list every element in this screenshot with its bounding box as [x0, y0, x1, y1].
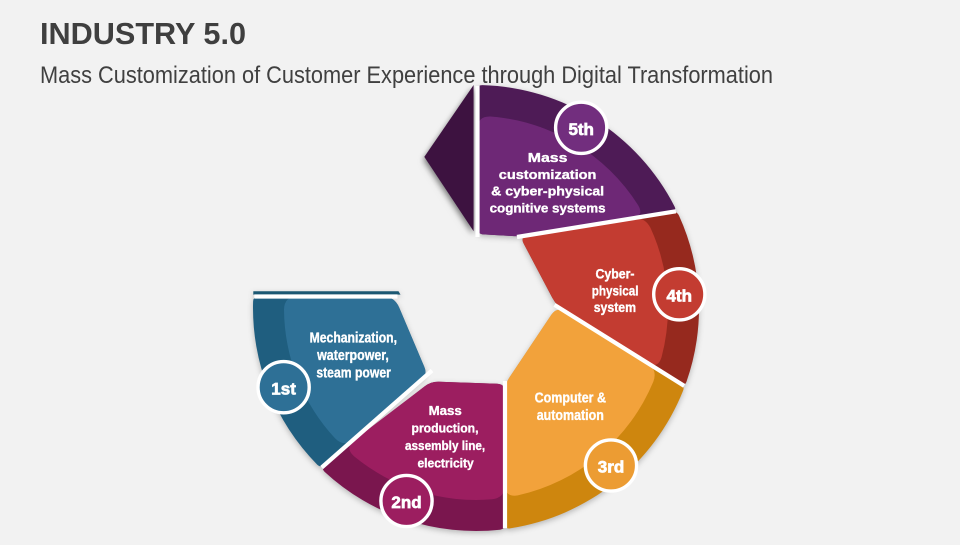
svg-text:production,: production, [412, 420, 479, 435]
svg-text:4th: 4th [667, 287, 693, 306]
svg-text:Mass Customization of Customer: Mass Customization of Customer Experienc… [40, 62, 773, 89]
svg-text:waterpower,: waterpower, [316, 348, 389, 364]
svg-text:Mass: Mass [429, 403, 462, 418]
svg-text:system: system [594, 299, 636, 315]
svg-text:steam power: steam power [316, 366, 391, 382]
svg-text:automation: automation [537, 408, 604, 424]
svg-text:Mass: Mass [528, 150, 568, 165]
svg-text:Cyber-: Cyber- [595, 266, 634, 282]
svg-text:1st: 1st [271, 379, 296, 398]
svg-text:cognitive systems: cognitive systems [490, 201, 606, 216]
svg-text:5th: 5th [568, 120, 594, 139]
svg-text:Mechanization,: Mechanization, [310, 330, 397, 346]
svg-text:3rd: 3rd [598, 458, 624, 477]
svg-text:& cyber-physical: & cyber-physical [491, 184, 604, 199]
svg-text:physical: physical [592, 282, 639, 298]
svg-text:customization: customization [499, 167, 597, 182]
svg-text:Computer &: Computer & [535, 390, 606, 406]
svg-text:2nd: 2nd [391, 493, 421, 512]
svg-text:assembly line,: assembly line, [405, 438, 485, 453]
svg-text:INDUSTRY 5.0: INDUSTRY 5.0 [40, 16, 246, 51]
svg-text:electricity: electricity [417, 456, 474, 471]
